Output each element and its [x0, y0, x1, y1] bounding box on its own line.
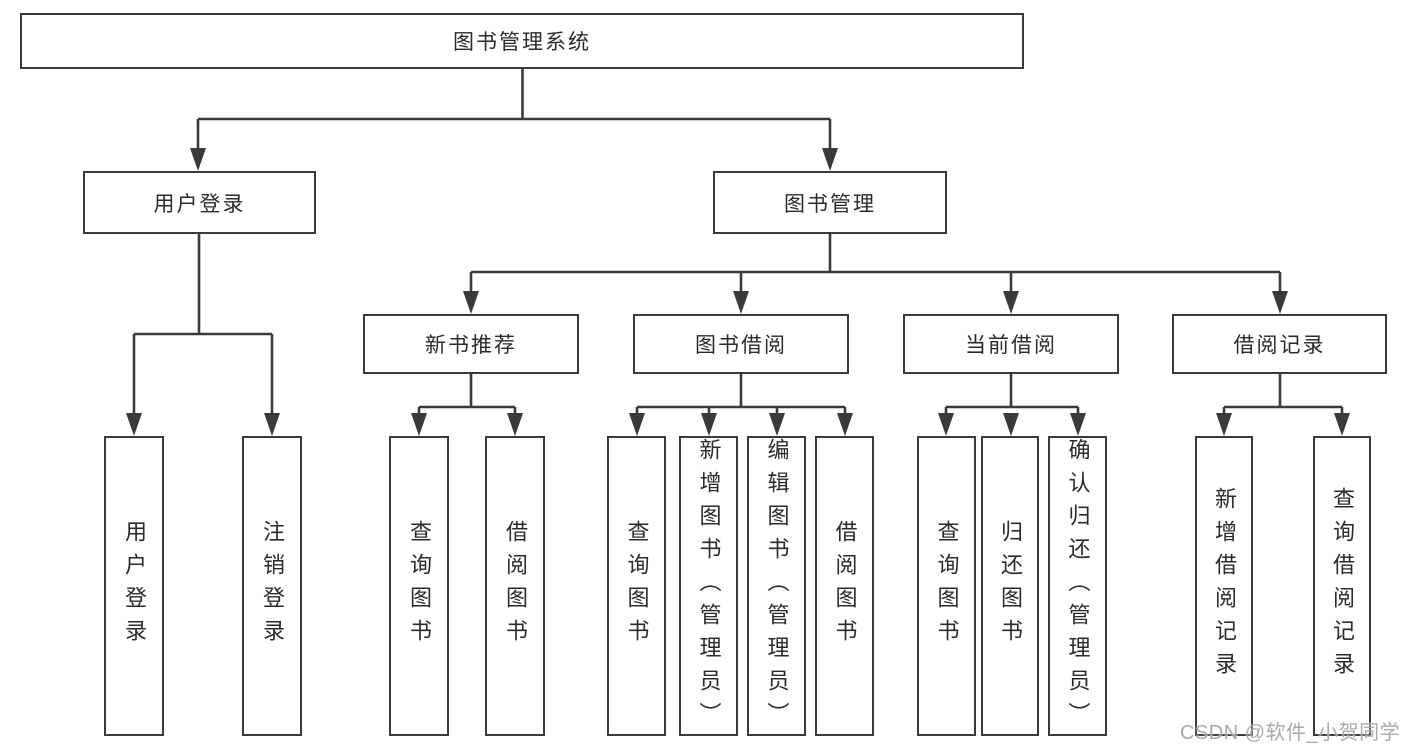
- connector-borrow-records-children: [1216, 374, 1350, 436]
- node-logout-action: 注销登录: [242, 436, 302, 736]
- node-borrow-borrow-books-label: 借阅图书: [832, 520, 858, 652]
- node-user-login-action: 用户登录: [104, 436, 164, 736]
- node-borrow-add-books-admin: 新增图书（管理员）: [679, 436, 738, 736]
- node-current-query-books-label: 查询图书: [934, 520, 960, 652]
- node-borrow-edit-books-admin-label: 编辑图书（管理员）: [764, 437, 790, 735]
- node-borrow-records: 借阅记录: [1172, 314, 1387, 374]
- connector-user-login-children: [126, 234, 280, 436]
- node-book-borrow-label: 图书借阅: [695, 334, 787, 357]
- connector-book-management-children: [463, 234, 1288, 314]
- node-records-add-record: 新增借阅记录: [1195, 436, 1253, 736]
- node-records-query-record-label: 查询借阅记录: [1330, 487, 1355, 685]
- node-borrow-borrow-books: 借阅图书: [815, 436, 874, 736]
- node-user-login: 用户登录: [83, 171, 316, 234]
- node-borrow-edit-books-admin: 编辑图书（管理员）: [747, 436, 806, 736]
- node-recommend-borrow-books-label: 借阅图书: [503, 520, 528, 652]
- node-book-borrow: 图书借阅: [633, 314, 849, 374]
- node-borrow-records-label: 借阅记录: [1233, 334, 1326, 357]
- node-recommend-query-books: 查询图书: [389, 436, 449, 736]
- node-user-login-action-label: 用户登录: [122, 520, 147, 652]
- node-new-book-recommend-label: 新书推荐: [425, 334, 517, 357]
- node-current-return-books-label: 归还图书: [998, 520, 1023, 652]
- connector-current-borrow-children: [938, 374, 1086, 436]
- node-current-confirm-return-admin-label: 确认归还（管理员）: [1065, 437, 1091, 735]
- node-root-system: 图书管理系统: [20, 13, 1024, 69]
- node-recommend-query-books-label: 查询图书: [407, 520, 432, 652]
- node-current-borrow: 当前借阅: [903, 314, 1119, 374]
- connector-book-borrow-children: [629, 374, 853, 436]
- node-current-query-books: 查询图书: [917, 436, 976, 736]
- node-user-login-label: 用户登录: [153, 192, 246, 216]
- node-current-return-books: 归还图书: [981, 436, 1039, 736]
- connector-new-book-recommend-children: [411, 374, 523, 436]
- node-records-add-record-label: 新增借阅记录: [1212, 487, 1237, 685]
- node-new-book-recommend: 新书推荐: [363, 314, 579, 374]
- watermark: CSDN @软件_小贺同学: [1180, 722, 1401, 744]
- node-current-borrow-label: 当前借阅: [965, 334, 1057, 357]
- node-recommend-borrow-books: 借阅图书: [485, 436, 545, 736]
- node-current-confirm-return-admin: 确认归还（管理员）: [1048, 436, 1107, 736]
- node-logout-action-label: 注销登录: [260, 520, 285, 652]
- node-book-management: 图书管理: [713, 171, 947, 234]
- node-borrow-query-books-label: 查询图书: [624, 520, 650, 652]
- node-records-query-record: 查询借阅记录: [1313, 436, 1371, 736]
- node-borrow-query-books: 查询图书: [607, 436, 666, 736]
- node-borrow-add-books-admin-label: 新增图书（管理员）: [696, 437, 722, 735]
- node-book-management-label: 图书管理: [784, 192, 876, 216]
- node-root-system-label: 图书管理系统: [453, 31, 591, 54]
- connector-root-to-level2: [190, 69, 838, 171]
